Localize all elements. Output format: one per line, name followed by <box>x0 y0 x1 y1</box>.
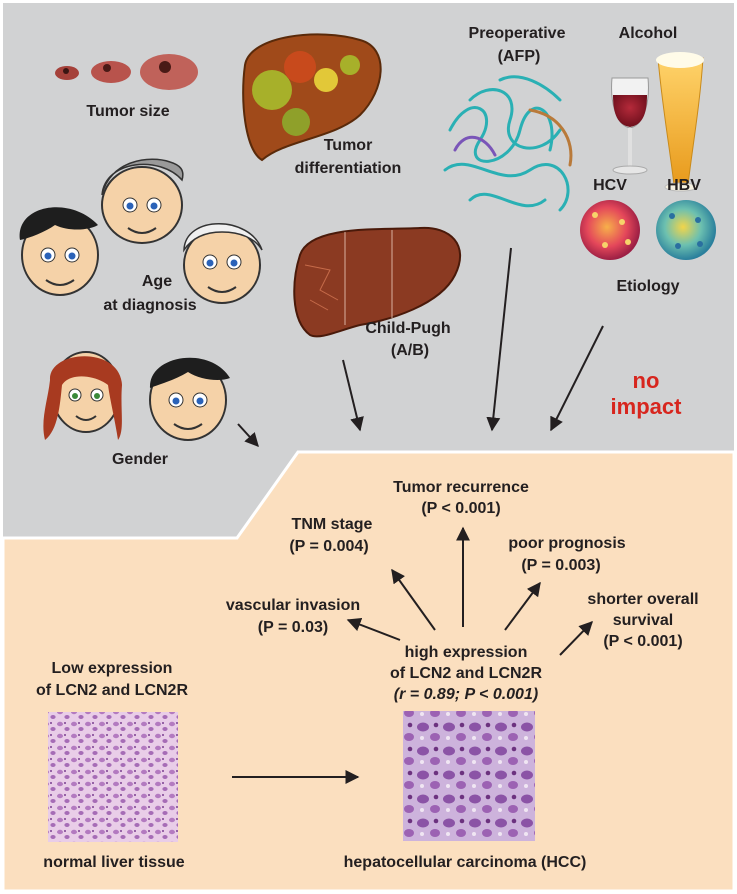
liver-child-pugh-icon <box>293 226 461 338</box>
arrow-prognosis <box>504 581 541 631</box>
age-label-1: Age <box>142 273 172 290</box>
survival-label-1: shorter overall <box>587 591 698 608</box>
alcohol-label: Alcohol <box>619 25 678 42</box>
gender-faces-icon <box>43 351 230 441</box>
arrow-tnm <box>391 568 436 631</box>
wine-glass-icon <box>611 77 649 175</box>
vascular-invasion-pvalue: (P = 0.03) <box>258 619 328 636</box>
tumor-differentiation-label-1: Tumor <box>324 137 373 154</box>
survival-pvalue: (P < 0.001) <box>603 633 682 650</box>
hcc-label: hepatocellular carcinoma (HCC) <box>344 854 587 871</box>
hbv-virus-icon <box>656 200 716 260</box>
hcc-tissue-image <box>403 711 535 841</box>
hbv-label: HBV <box>667 177 701 194</box>
poor-prognosis-label: poor prognosis <box>508 535 625 552</box>
arrow-survival <box>559 620 593 656</box>
arrow-gender <box>237 423 259 448</box>
vascular-invasion-label: vascular invasion <box>226 597 360 614</box>
low-expression-label-2: of LCN2 and LCN2R <box>36 682 188 699</box>
normal-tissue-label: normal liver tissue <box>43 854 184 871</box>
gender-label: Gender <box>112 451 168 468</box>
tumor-differentiation-label-2: differentiation <box>295 160 402 177</box>
tumor-size-label: Tumor size <box>86 103 169 120</box>
no-impact-label-2: impact <box>611 394 683 419</box>
child-pugh-label-2: (A/B) <box>391 342 429 359</box>
age-label-2: at diagnosis <box>103 297 196 314</box>
high-expression-stats: (r = 0.89; P < 0.001) <box>394 686 538 703</box>
arrow-vascular <box>346 617 401 641</box>
survival-label-2: survival <box>613 612 673 629</box>
beer-glass-icon <box>656 52 704 192</box>
normal-tissue-image <box>48 712 178 842</box>
liver-tumor-differentiation-icon <box>242 33 382 162</box>
afp-protein-icon <box>443 75 573 212</box>
hcv-label: HCV <box>593 177 627 194</box>
no-impact-label-1: no <box>633 368 660 393</box>
hcv-virus-icon <box>580 200 640 260</box>
tumor-recurrence-pvalue: (P < 0.001) <box>421 500 500 517</box>
tumor-recurrence-label: Tumor recurrence <box>393 479 529 496</box>
arrow-afp <box>486 247 512 432</box>
preoperative-label-2: (AFP) <box>498 48 541 65</box>
tnm-stage-pvalue: (P = 0.004) <box>289 538 368 555</box>
tumor-size-icon <box>55 54 198 90</box>
preoperative-label-1: Preoperative <box>469 25 566 42</box>
child-pugh-label-1: Child-Pugh <box>365 320 450 337</box>
poor-prognosis-pvalue: (P = 0.003) <box>521 557 600 574</box>
etiology-label: Etiology <box>616 278 679 295</box>
low-expression-label-1: Low expression <box>52 660 173 677</box>
age-faces-icon <box>19 158 263 304</box>
high-expression-label-1: high expression <box>405 644 528 661</box>
tnm-stage-label: TNM stage <box>292 516 373 533</box>
peach-panel <box>1 450 736 893</box>
high-expression-label-2: of LCN2 and LCN2R <box>390 665 542 682</box>
arrow-child-pugh <box>342 359 364 432</box>
arrow-etiology <box>550 325 604 432</box>
